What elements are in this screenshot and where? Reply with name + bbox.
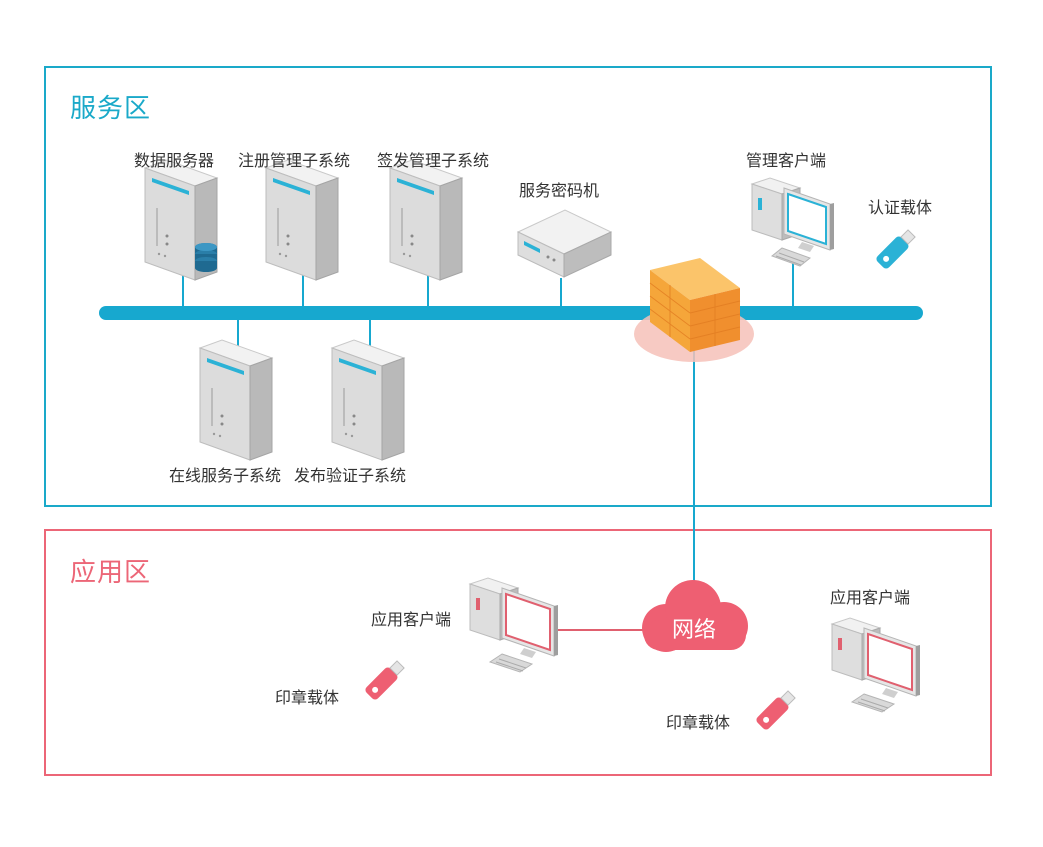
network-label: 网络 xyxy=(671,618,716,643)
publish-verify-server-icon xyxy=(331,339,405,461)
seal-usb-key-left-icon xyxy=(363,658,407,702)
auth-carrier-label: 认证载体 xyxy=(868,198,933,217)
app-client-left-pc-icon xyxy=(469,577,559,673)
publish-verify-label: 发布验证子系统 xyxy=(294,466,407,485)
issue-mgmt-label: 签发管理子系统 xyxy=(377,151,490,170)
register-mgmt-server-icon xyxy=(265,159,339,281)
online-service-server-icon xyxy=(199,339,273,461)
crypto-machine-icon xyxy=(516,209,613,278)
app-zone-title: 应用区 xyxy=(70,558,152,588)
firewall-icon xyxy=(634,258,754,362)
app-zone-frame xyxy=(44,529,992,776)
seal-usb-key-right-icon xyxy=(754,688,798,732)
auth-usb-key-icon xyxy=(874,227,918,271)
register-mgmt-label: 注册管理子系统 xyxy=(238,151,351,170)
service-zone-title: 服务区 xyxy=(70,94,152,124)
app-client-right-label: 应用客户端 xyxy=(830,588,911,607)
seal-carrier-left-label: 印章载体 xyxy=(275,688,340,707)
crypto-machine-label: 服务密码机 xyxy=(519,181,600,200)
service-zone-frame xyxy=(44,66,992,507)
mgmt-client-pc-icon xyxy=(751,177,835,267)
data-server-label: 数据服务器 xyxy=(134,151,215,170)
database-icon xyxy=(195,243,217,272)
network-cloud-icon xyxy=(642,580,748,652)
app-client-right-pc-icon xyxy=(831,617,921,713)
issue-mgmt-server-icon xyxy=(389,159,463,281)
seal-carrier-right-label: 印章载体 xyxy=(666,713,731,732)
app-client-left-label: 应用客户端 xyxy=(371,610,452,629)
mgmt-client-label: 管理客户端 xyxy=(746,151,827,170)
online-service-label: 在线服务子系统 xyxy=(169,466,282,485)
